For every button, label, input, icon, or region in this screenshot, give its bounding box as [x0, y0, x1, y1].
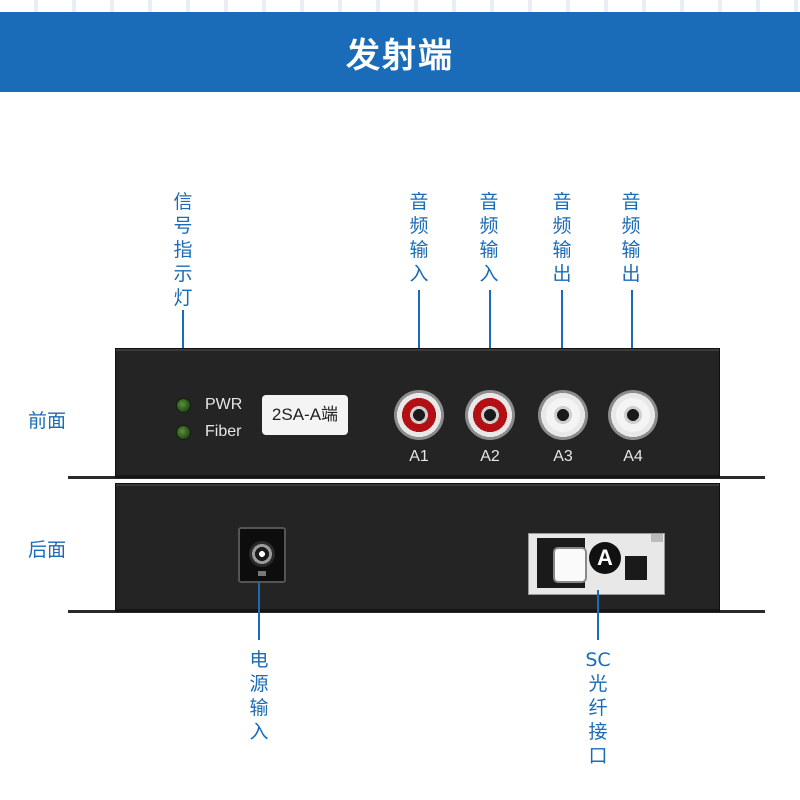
rca-jack-a4-icon [608, 390, 658, 440]
sc-fiber-port-icon: A [528, 533, 665, 595]
jack-label-a1: A1 [409, 448, 429, 465]
pwr-led-label: PWR [205, 396, 243, 413]
front-side-label: 前面 [28, 410, 67, 432]
rear-side-label: 后面 [28, 539, 67, 561]
sc-latch [625, 556, 647, 580]
audio-out-1-label: 音 频 输 出 [552, 191, 572, 285]
fiber-led-label: Fiber [205, 423, 242, 440]
audio-in-2-label: 音 频 输 入 [479, 191, 499, 285]
sc-cap [651, 534, 663, 542]
sc-cavity [537, 538, 587, 588]
power-input-leader [258, 583, 260, 640]
dc-jack-ring [249, 541, 275, 567]
header-banner: 发射端 [0, 0, 800, 92]
header-stripe [0, 0, 800, 12]
page-title: 发射端 [346, 36, 454, 76]
signal-indicator-label: 信 号 指 示 灯 [173, 191, 193, 309]
audio-out-2-label: 音 频 输 出 [621, 191, 641, 285]
audio-in-2-leader [489, 290, 491, 395]
power-input-label: 电 源 输 入 [249, 649, 269, 743]
rca-jack-a3-icon [538, 390, 588, 440]
dc-jack-notch [258, 571, 266, 576]
audio-out-2-leader [631, 290, 633, 395]
sc-port-badge: A [589, 542, 621, 574]
jack-label-a2: A2 [480, 448, 500, 465]
sc-port-leader [597, 590, 599, 640]
pwr-led-icon [176, 398, 191, 413]
rca-jack-a2-icon [465, 390, 515, 440]
jack-label-a3: A3 [553, 448, 573, 465]
dc-power-jack-icon [238, 527, 286, 583]
audio-out-1-leader [561, 290, 563, 395]
audio-in-1-label: 音 频 输 入 [409, 191, 429, 285]
rca-jack-a1-icon [394, 390, 444, 440]
fiber-led-icon [176, 425, 191, 440]
sc-port-label: SC 光 纤 接 口 [585, 649, 611, 767]
sc-ferrule [553, 547, 587, 583]
model-label: 2SA-A端 [262, 395, 348, 435]
audio-in-1-leader [418, 290, 420, 395]
jack-label-a4: A4 [623, 448, 643, 465]
